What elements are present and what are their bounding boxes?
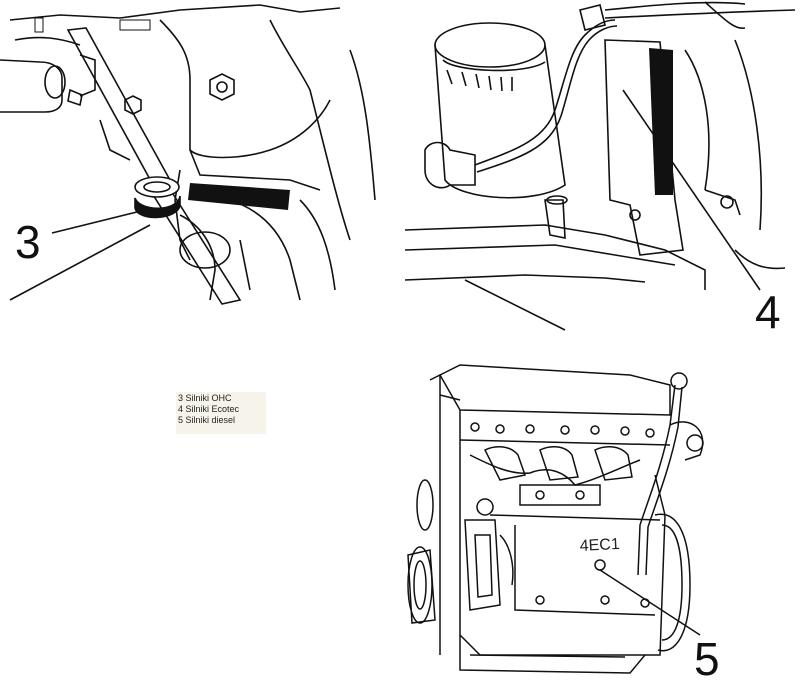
legend-item-ohc: 3 Silniki OHC (178, 393, 232, 403)
legend-item-diesel: 5 Silniki diesel (178, 415, 236, 425)
ecotec-dipstick-figure: 4 (405, 0, 800, 340)
engine-marking: 4EC1 (579, 536, 620, 555)
diesel-engine-drawing: 4EC1 5 (407, 364, 720, 683)
callout-4: 4 (755, 286, 781, 338)
ohc-drawing: 3 (0, 4, 376, 305)
diesel-engine-figure: 4EC1 5 (400, 355, 800, 683)
legend-item-ecotec: 4 Silniki Ecotec (178, 404, 240, 414)
legend-box: 3 Silniki OHC 4 Silniki Ecotec 5 Silniki… (176, 392, 266, 434)
callout-5: 5 (694, 633, 720, 683)
ecotec-drawing: 4 (405, 1, 796, 338)
ohc-dipstick-figure: 3 (0, 0, 380, 310)
callout-3: 3 (15, 216, 41, 268)
